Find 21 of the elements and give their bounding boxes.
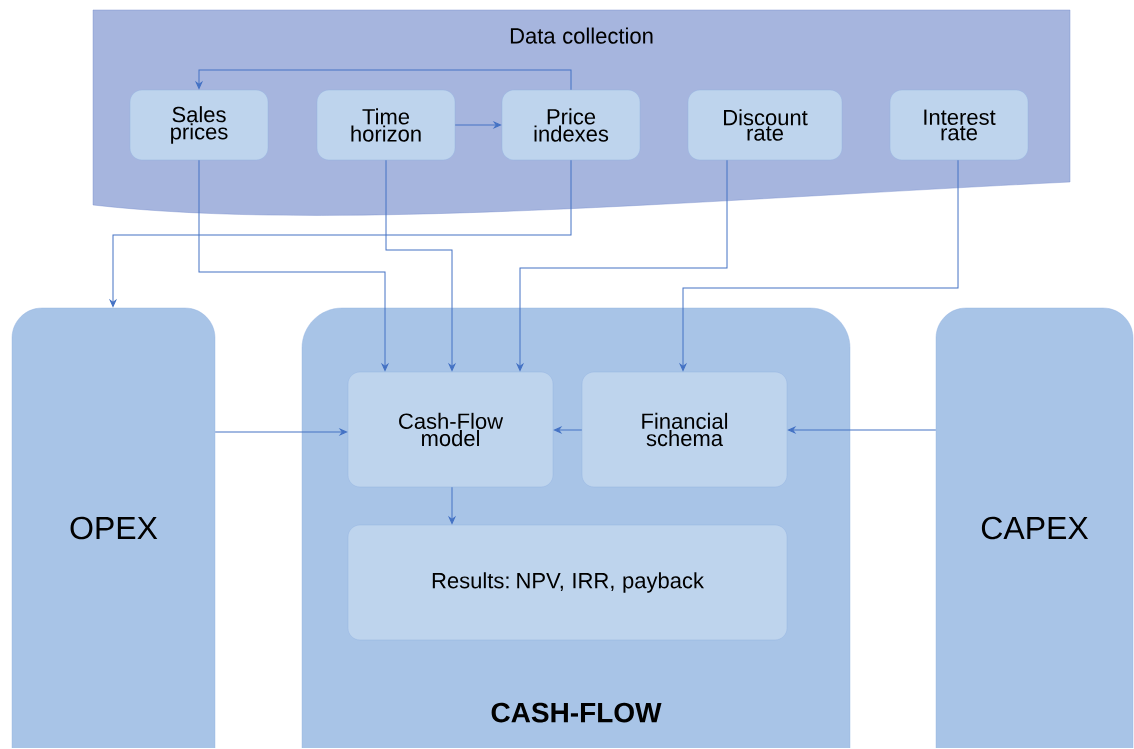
process-box: Price indexes [501,89,641,161]
process-box: Time horizon [316,89,456,161]
arrow [385,159,456,372]
process-box: Discount rate [687,89,843,161]
cost-box: OPEX [11,307,216,749]
arrow [214,428,348,436]
arrow [516,159,728,372]
arrow [553,426,583,434]
process-box: Cash-Flow model [347,371,554,488]
cost-box: CAPEX [935,307,1134,749]
arrow [109,159,572,308]
arrow [454,121,502,129]
arrow [787,426,937,434]
process-box: Results: NPV, IRR, payback [347,524,788,641]
arrow [679,159,959,372]
arrow [195,69,572,91]
arrow [198,159,389,372]
process-box: Financial schema [581,371,788,488]
arrow [448,486,456,525]
process-box: Interest rate [889,89,1029,161]
process-box: Sales prices [129,89,269,161]
